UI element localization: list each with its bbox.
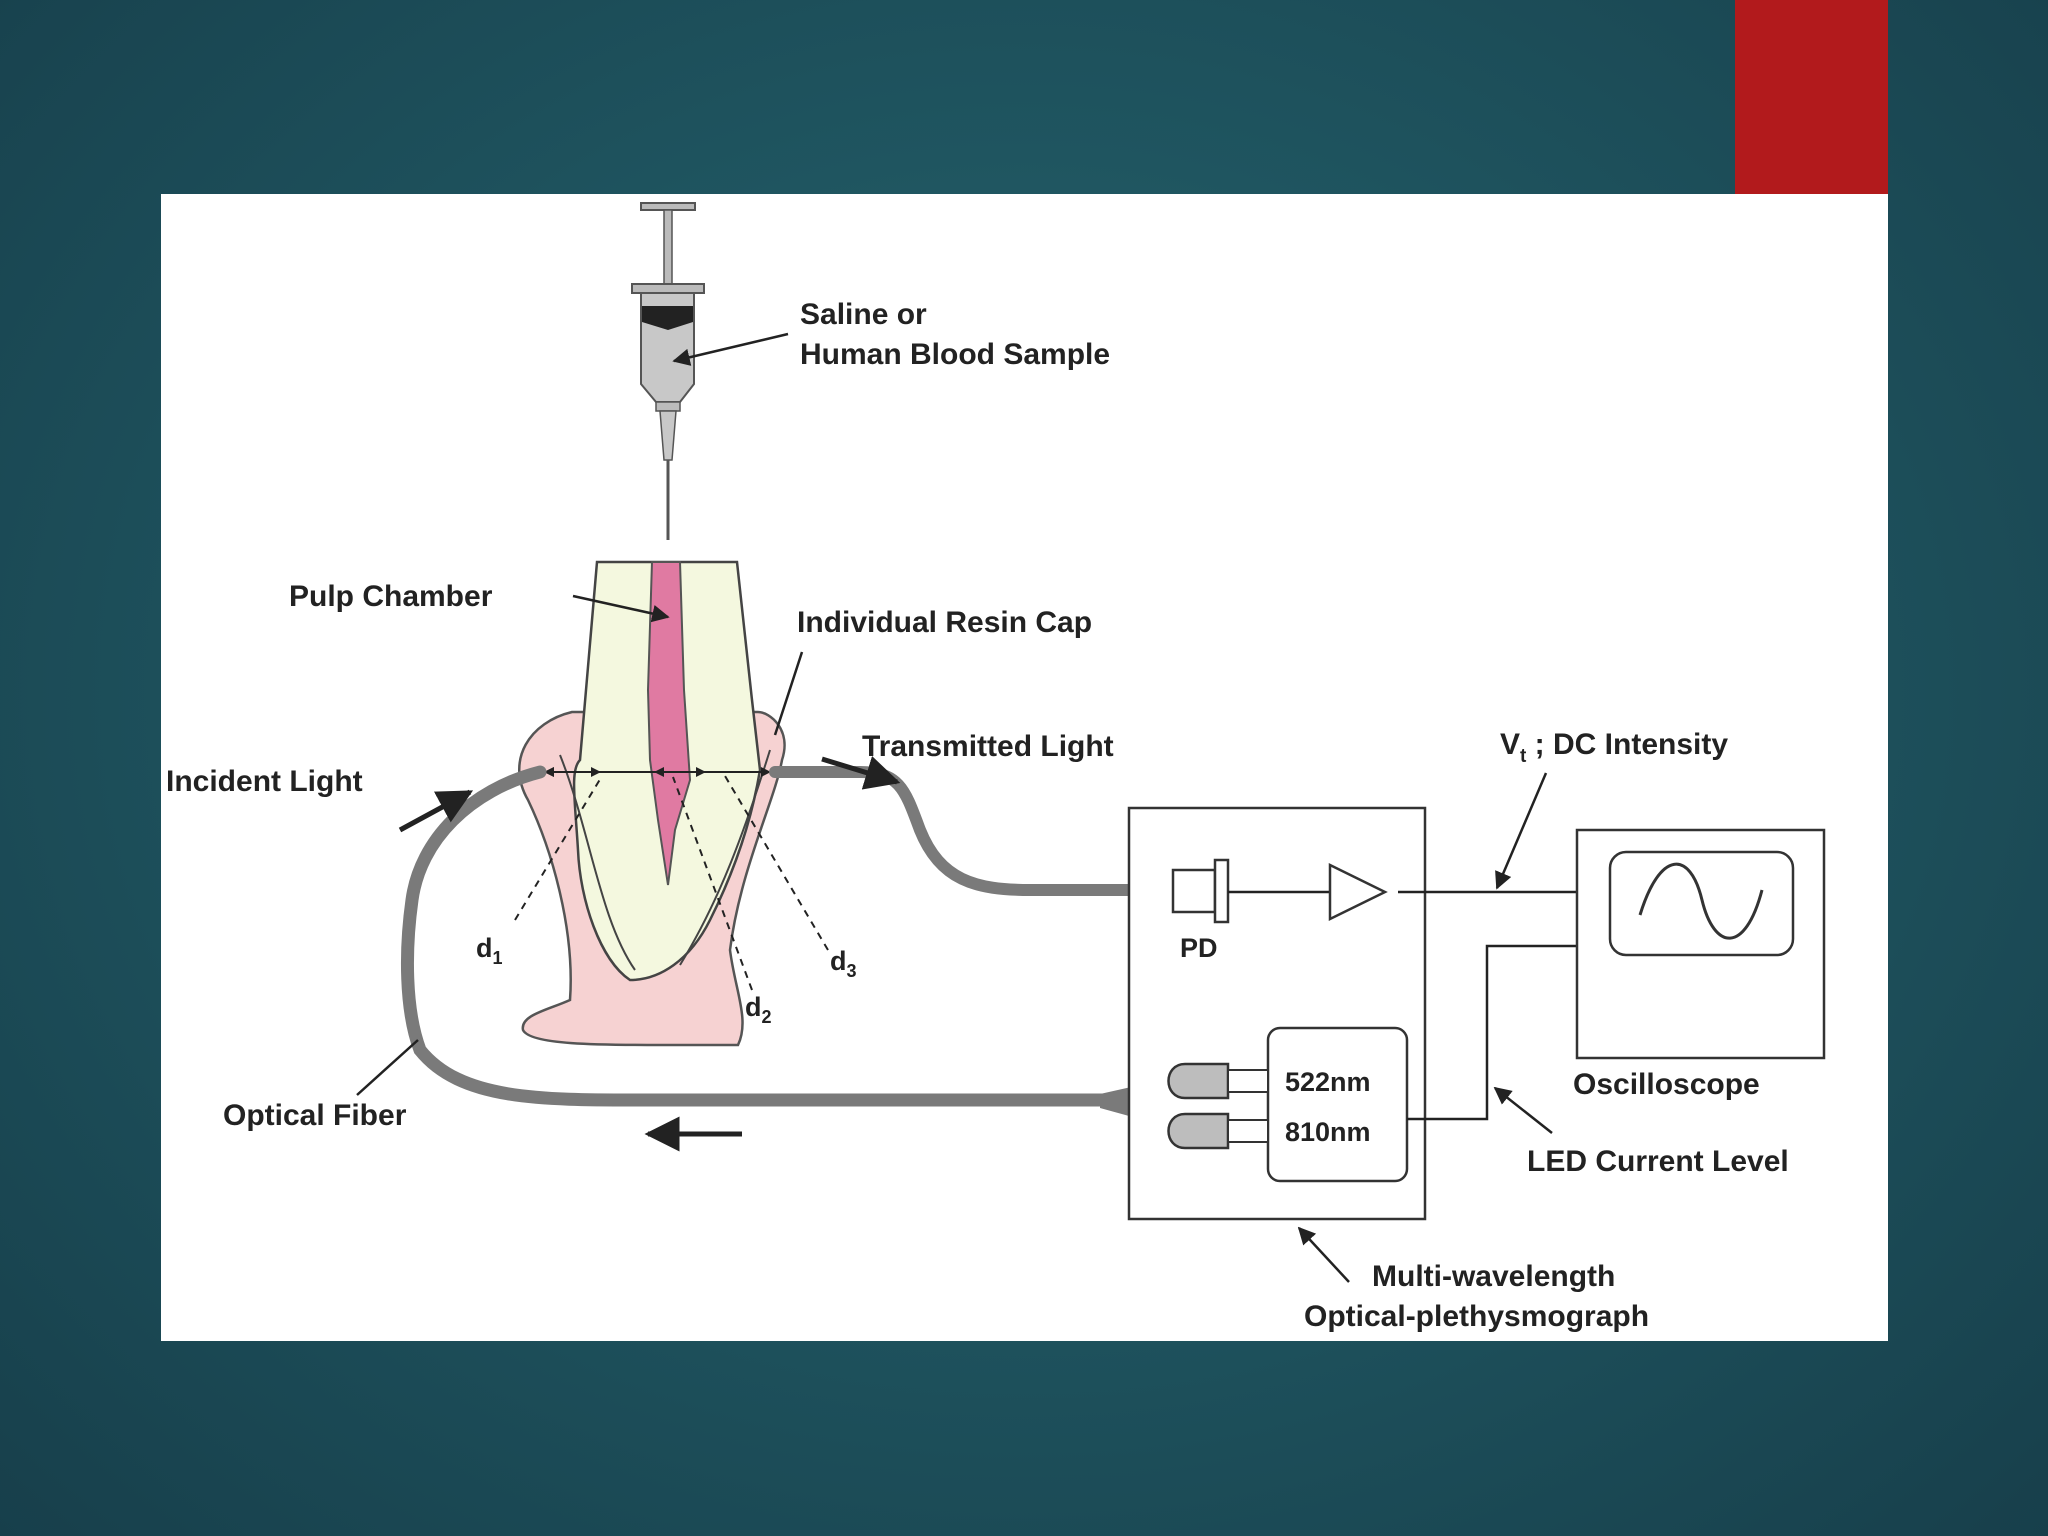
- led-current-leader: [1493, 1086, 1553, 1134]
- transmitted-light-label: Transmitted Light: [862, 730, 1114, 763]
- vt-leader: [1495, 772, 1548, 890]
- amplifier-icon: [1328, 862, 1388, 922]
- optical-fiber-leader: [356, 1039, 419, 1096]
- resin-cap-leader: [773, 651, 804, 736]
- led-icon: [1167, 1062, 1269, 1150]
- d1-leader: [514, 775, 603, 921]
- d2-label: d2: [745, 992, 772, 1027]
- pulp-chamber-label: Pulp Chamber: [289, 580, 493, 613]
- vt-label: Vt ; DC Intensity: [1500, 728, 1728, 767]
- d3-label: d3: [830, 946, 857, 981]
- optical-fiber-label: Optical Fiber: [223, 1099, 407, 1132]
- incident-light-label: Incident Light: [166, 765, 363, 798]
- mw-label-line2: Optical-plethysmograph: [1304, 1300, 1649, 1333]
- pulp-leader: [572, 594, 670, 623]
- saline-label-line1: Saline or: [800, 298, 927, 331]
- d1-label: d1: [476, 933, 503, 968]
- pd-label: PD: [1180, 933, 1218, 963]
- transmitted-arrow-icon: [821, 756, 901, 790]
- pulp-chamber: [646, 561, 692, 886]
- mw-label-line1: Multi-wavelength: [1372, 1260, 1615, 1293]
- syringe-icon: [631, 202, 705, 540]
- led-module: [1266, 1026, 1409, 1183]
- photodiode-icon: [1171, 858, 1230, 924]
- sine-wave-icon: [1638, 862, 1764, 940]
- led-810-label: 810nm: [1285, 1117, 1371, 1147]
- syringe-leader: [672, 332, 789, 366]
- incident-arrow-icon: [398, 789, 474, 833]
- led-control-wire: [1407, 944, 1577, 1121]
- optical-fiber-transmitted: [769, 766, 1178, 896]
- resin-cap-label: Individual Resin Cap: [797, 606, 1092, 639]
- led-current-label: LED Current Level: [1527, 1145, 1789, 1178]
- accent-block: [1735, 0, 1888, 195]
- diagram-panel: [161, 194, 1888, 1341]
- led-522-label: 522nm: [1285, 1067, 1371, 1097]
- plethysmograph-leader: [1297, 1226, 1350, 1283]
- oscilloscope-label: Oscilloscope: [1573, 1068, 1760, 1101]
- saline-label-line2: Human Blood Sample: [800, 338, 1110, 371]
